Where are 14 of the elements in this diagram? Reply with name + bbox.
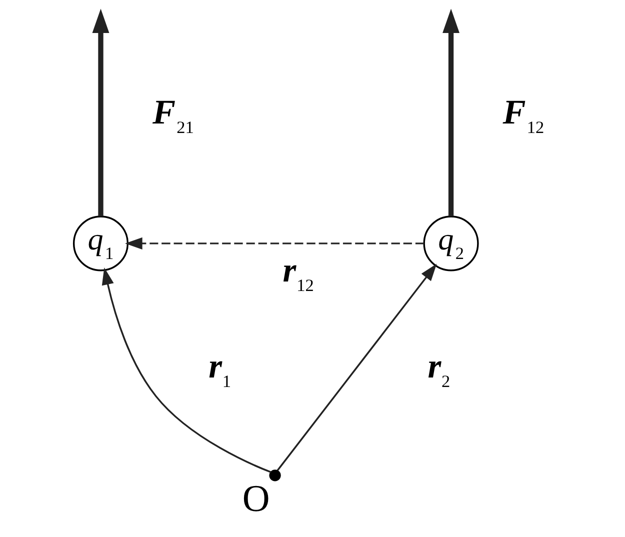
node-circle: q$_{1}$ — [72, 216, 129, 272]
arrow — [102, 268, 272, 474]
edge-label: r$_{12}$ — [282, 251, 314, 295]
node-dot — [269, 470, 281, 482]
node-label: O — [242, 478, 270, 520]
node-circle: q$_{2}$ — [423, 216, 479, 272]
arrow — [125, 237, 424, 250]
arrow — [276, 264, 437, 471]
edge-label: r$_{2}$ — [428, 347, 450, 391]
arrow — [442, 8, 460, 216]
edge-label: F$_{12}$ — [502, 93, 544, 137]
edge-label: F$_{21}$ — [152, 93, 194, 137]
edge-label: r$_{1}$ — [208, 347, 232, 391]
arrow — [92, 8, 110, 216]
